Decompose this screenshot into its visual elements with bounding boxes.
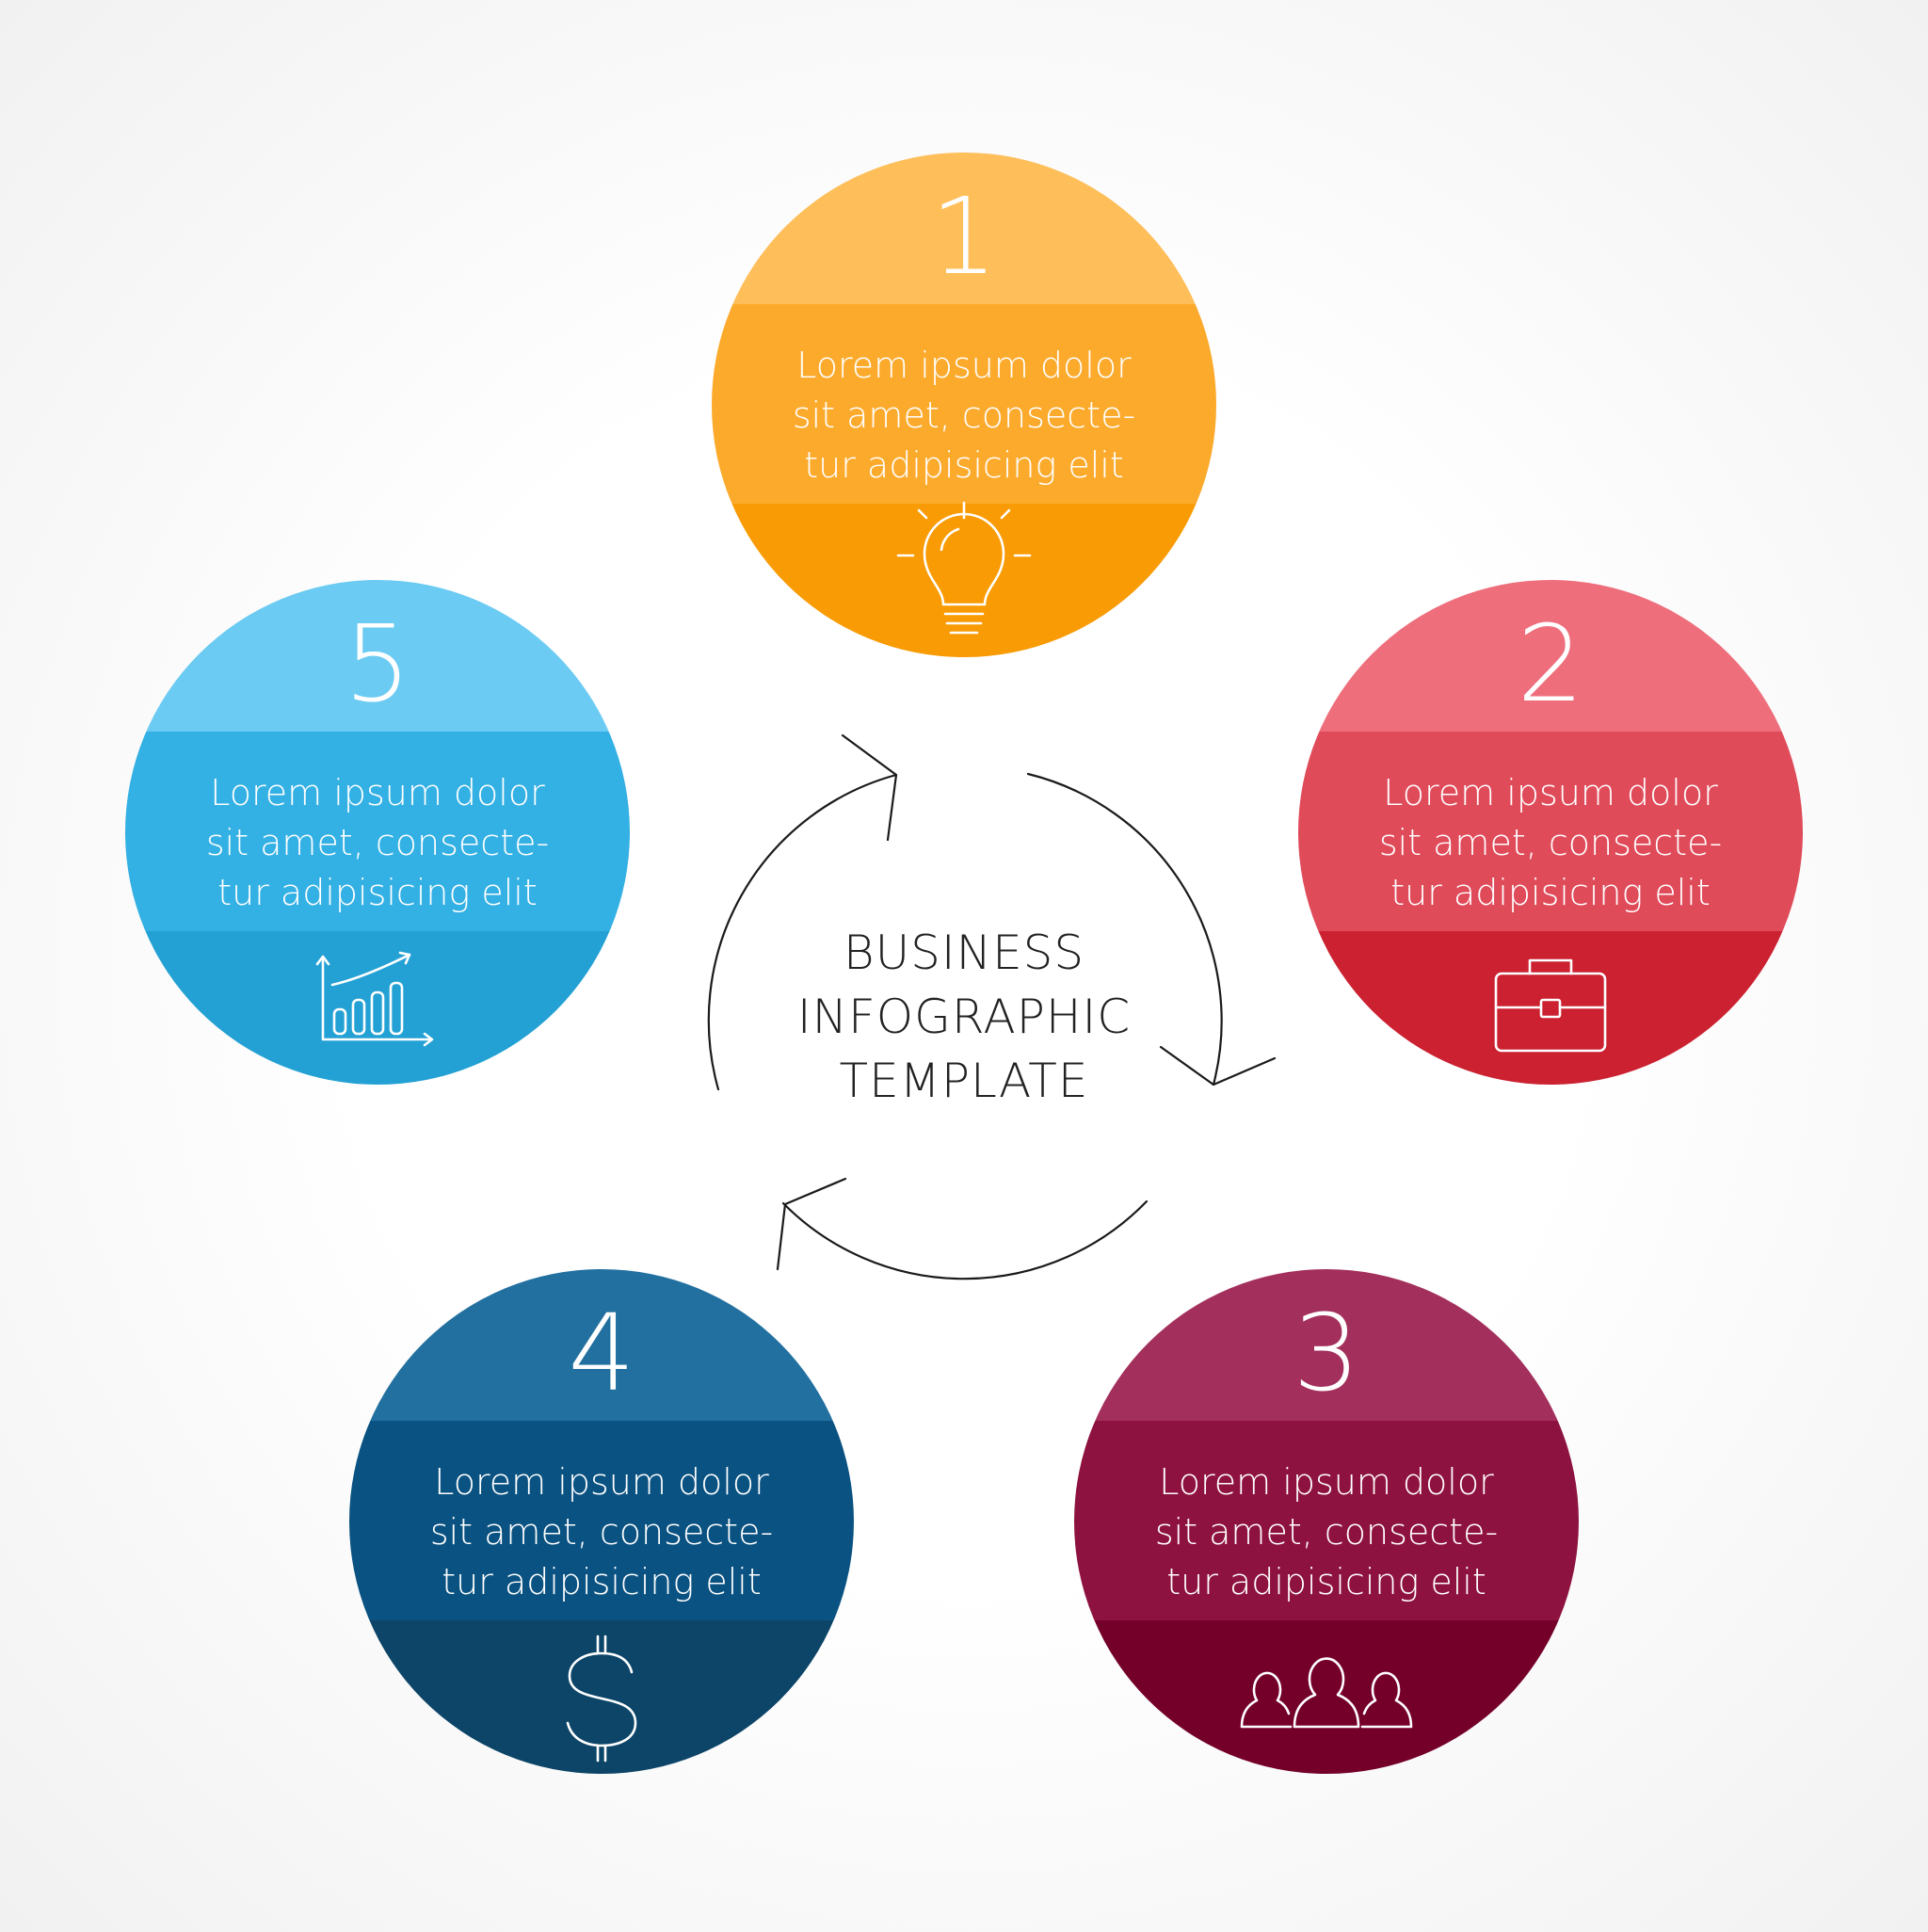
step-1-text-line-1: Lorem ipsum dolor bbox=[796, 345, 1132, 386]
step-3-middle-band bbox=[1074, 1421, 1579, 1620]
step-5-text-line-3: tur adipisicing elit bbox=[217, 872, 538, 913]
step-4-bottom-band bbox=[349, 1620, 854, 1774]
center-title-line-1: BUSINESS bbox=[843, 926, 1085, 980]
growth-chart-icon bbox=[315, 951, 434, 1047]
step-5-bands bbox=[125, 580, 630, 1085]
lightbulb-icon bbox=[896, 501, 1032, 635]
center-title-line-3: TEMPLATE bbox=[839, 1054, 1089, 1108]
step-4-text-line-2: sit amet, consecte- bbox=[430, 1511, 773, 1553]
cycle-arrows bbox=[707, 733, 1277, 1280]
step-4-middle-band bbox=[349, 1421, 854, 1620]
step-4-bands bbox=[349, 1269, 854, 1774]
step-2-number: 2 bbox=[1517, 604, 1583, 726]
step-5-number: 5 bbox=[344, 604, 410, 726]
cycle-arrow-bottom bbox=[776, 1177, 1149, 1280]
step-1-text-line-3: tur adipisicing elit bbox=[804, 444, 1124, 486]
step-2-middle-band bbox=[1298, 732, 1803, 931]
step-2-text-line-2: sit amet, consecte- bbox=[1379, 822, 1722, 863]
step-3-bottom-band bbox=[1074, 1620, 1579, 1774]
step-5-text-line-2: sit amet, consecte- bbox=[206, 822, 549, 863]
step-4-number: 4 bbox=[568, 1293, 635, 1415]
step-3-text-line-3: tur adipisicing elit bbox=[1166, 1561, 1486, 1602]
step-1-number: 1 bbox=[930, 176, 997, 298]
step-5-text-line-1: Lorem ipsum dolor bbox=[210, 772, 545, 813]
step-1-text-line-2: sit amet, consecte- bbox=[793, 394, 1135, 436]
cycle-arrow-right bbox=[1026, 772, 1277, 1087]
step-4-text-line-1: Lorem ipsum dolor bbox=[434, 1461, 769, 1503]
center-title-line-2: INFOGRAPHIC bbox=[796, 990, 1132, 1044]
step-1-middle-band bbox=[712, 304, 1216, 504]
step-3-text-line-2: sit amet, consecte- bbox=[1155, 1511, 1498, 1553]
step-2-bottom-band bbox=[1298, 931, 1803, 1085]
step-5-middle-band bbox=[125, 732, 630, 931]
people-icon bbox=[1240, 1657, 1413, 1729]
center-title: BUSINESS INFOGRAPHIC TEMPLATE bbox=[729, 921, 1199, 1113]
step-5-bottom-band bbox=[125, 931, 630, 1085]
step-4-text-line-3: tur adipisicing elit bbox=[442, 1561, 762, 1602]
step-2-text-line-1: Lorem ipsum dolor bbox=[1383, 772, 1718, 813]
step-2-bands bbox=[1298, 580, 1803, 1085]
cycle-arrow-left bbox=[707, 733, 898, 1091]
step-3-text-line-1: Lorem ipsum dolor bbox=[1159, 1461, 1494, 1503]
step-2-text-line-3: tur adipisicing elit bbox=[1390, 872, 1711, 913]
briefcase-icon bbox=[1494, 958, 1607, 1053]
step-1-bottom-band bbox=[712, 504, 1216, 657]
dollar-icon bbox=[566, 1634, 637, 1763]
step-3-number: 3 bbox=[1293, 1293, 1359, 1415]
